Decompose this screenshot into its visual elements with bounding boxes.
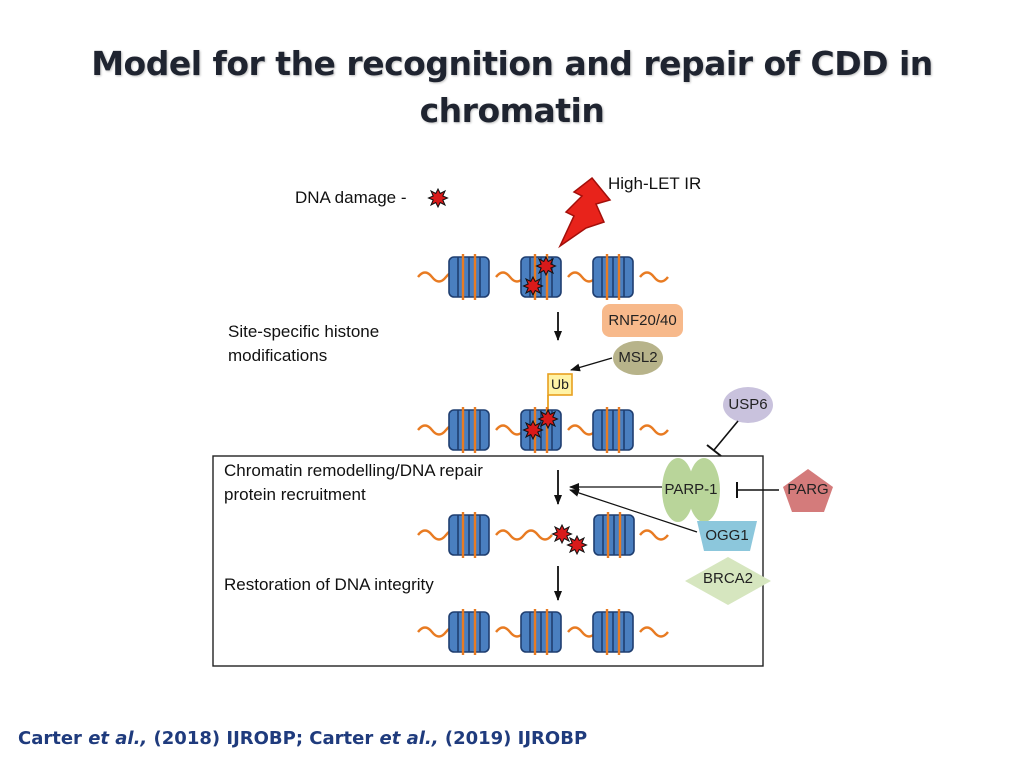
dna-strand bbox=[417, 424, 669, 436]
nucleosome bbox=[447, 405, 491, 455]
citation-part3: (2019) IJROBP bbox=[438, 728, 588, 749]
nucleosome bbox=[447, 607, 491, 657]
nucleosome bbox=[447, 252, 491, 302]
restoration-label: Restoration of DNA integrity bbox=[224, 575, 434, 594]
usp6-ellipse bbox=[723, 387, 773, 423]
arrow-msl2-to-ub bbox=[570, 357, 613, 372]
parg-pentagon bbox=[783, 469, 833, 512]
dna-damage-label: DNA damage - bbox=[295, 188, 407, 207]
citation-etal-1: et al., bbox=[88, 728, 148, 749]
chromatin-row-1 bbox=[417, 252, 669, 302]
citation: Carter et al., (2018) IJROBP; Carter et … bbox=[18, 727, 587, 751]
nucleosome bbox=[591, 252, 635, 302]
ogg1-trapezoid bbox=[697, 521, 757, 551]
ogg1-label: OGG1 bbox=[705, 527, 749, 544]
lightning-bolt-icon bbox=[558, 176, 612, 249]
chromatin-row-3 bbox=[417, 510, 669, 560]
damage-star-icon bbox=[538, 409, 558, 429]
page-title: Model for the recognition and repair of … bbox=[91, 44, 933, 130]
parp1-shape bbox=[662, 458, 720, 522]
ub-box bbox=[547, 373, 573, 396]
rnf20-40-box bbox=[602, 304, 683, 337]
brca2-diamond bbox=[685, 557, 771, 605]
msl2-label: MSL2 bbox=[618, 349, 658, 366]
chromatin-remodelling-label: Chromatin remodelling/DNA repair protein… bbox=[224, 461, 483, 504]
citation-part2: (2018) IJROBP; Carter bbox=[147, 728, 380, 749]
chromatin-row-4 bbox=[417, 607, 669, 657]
nucleosome bbox=[591, 607, 635, 657]
dna-strand bbox=[417, 626, 669, 638]
usp6-inhibition-bar bbox=[706, 444, 722, 457]
arrow-ogg1-to-recruitment bbox=[569, 489, 698, 533]
brca2-label: BRCA2 bbox=[702, 570, 754, 587]
rnf20-40-label: RNF20/40 bbox=[608, 312, 677, 329]
chromatin-row-2 bbox=[417, 405, 669, 455]
usp6-label: USP6 bbox=[728, 396, 768, 413]
parp1-label: PARP-1 bbox=[664, 481, 718, 498]
damage-legend-star-icon bbox=[428, 188, 448, 208]
usp6-inhibition-line bbox=[713, 420, 739, 451]
citation-part1: Carter bbox=[18, 728, 89, 749]
msl2-ellipse bbox=[613, 341, 663, 375]
nucleosome bbox=[447, 510, 491, 560]
nucleosome bbox=[592, 510, 636, 560]
site-specific-label: Site-specific histone modifications bbox=[228, 322, 380, 365]
damage-star-icon bbox=[523, 276, 543, 296]
ub-label: Ub bbox=[551, 376, 569, 392]
high-let-ir-label: High-LET IR bbox=[608, 174, 702, 193]
damage-star-icon bbox=[552, 524, 572, 544]
parg-label: PARG bbox=[787, 481, 829, 498]
citation-etal-2: et al., bbox=[379, 728, 439, 749]
dna-strand bbox=[417, 271, 669, 283]
damage-star-icon bbox=[536, 256, 556, 276]
repair-region-box bbox=[212, 455, 764, 667]
damage-star-icon bbox=[567, 535, 587, 555]
nucleosome bbox=[519, 607, 563, 657]
damage-star-icon bbox=[523, 420, 543, 440]
nucleosome bbox=[591, 405, 635, 455]
